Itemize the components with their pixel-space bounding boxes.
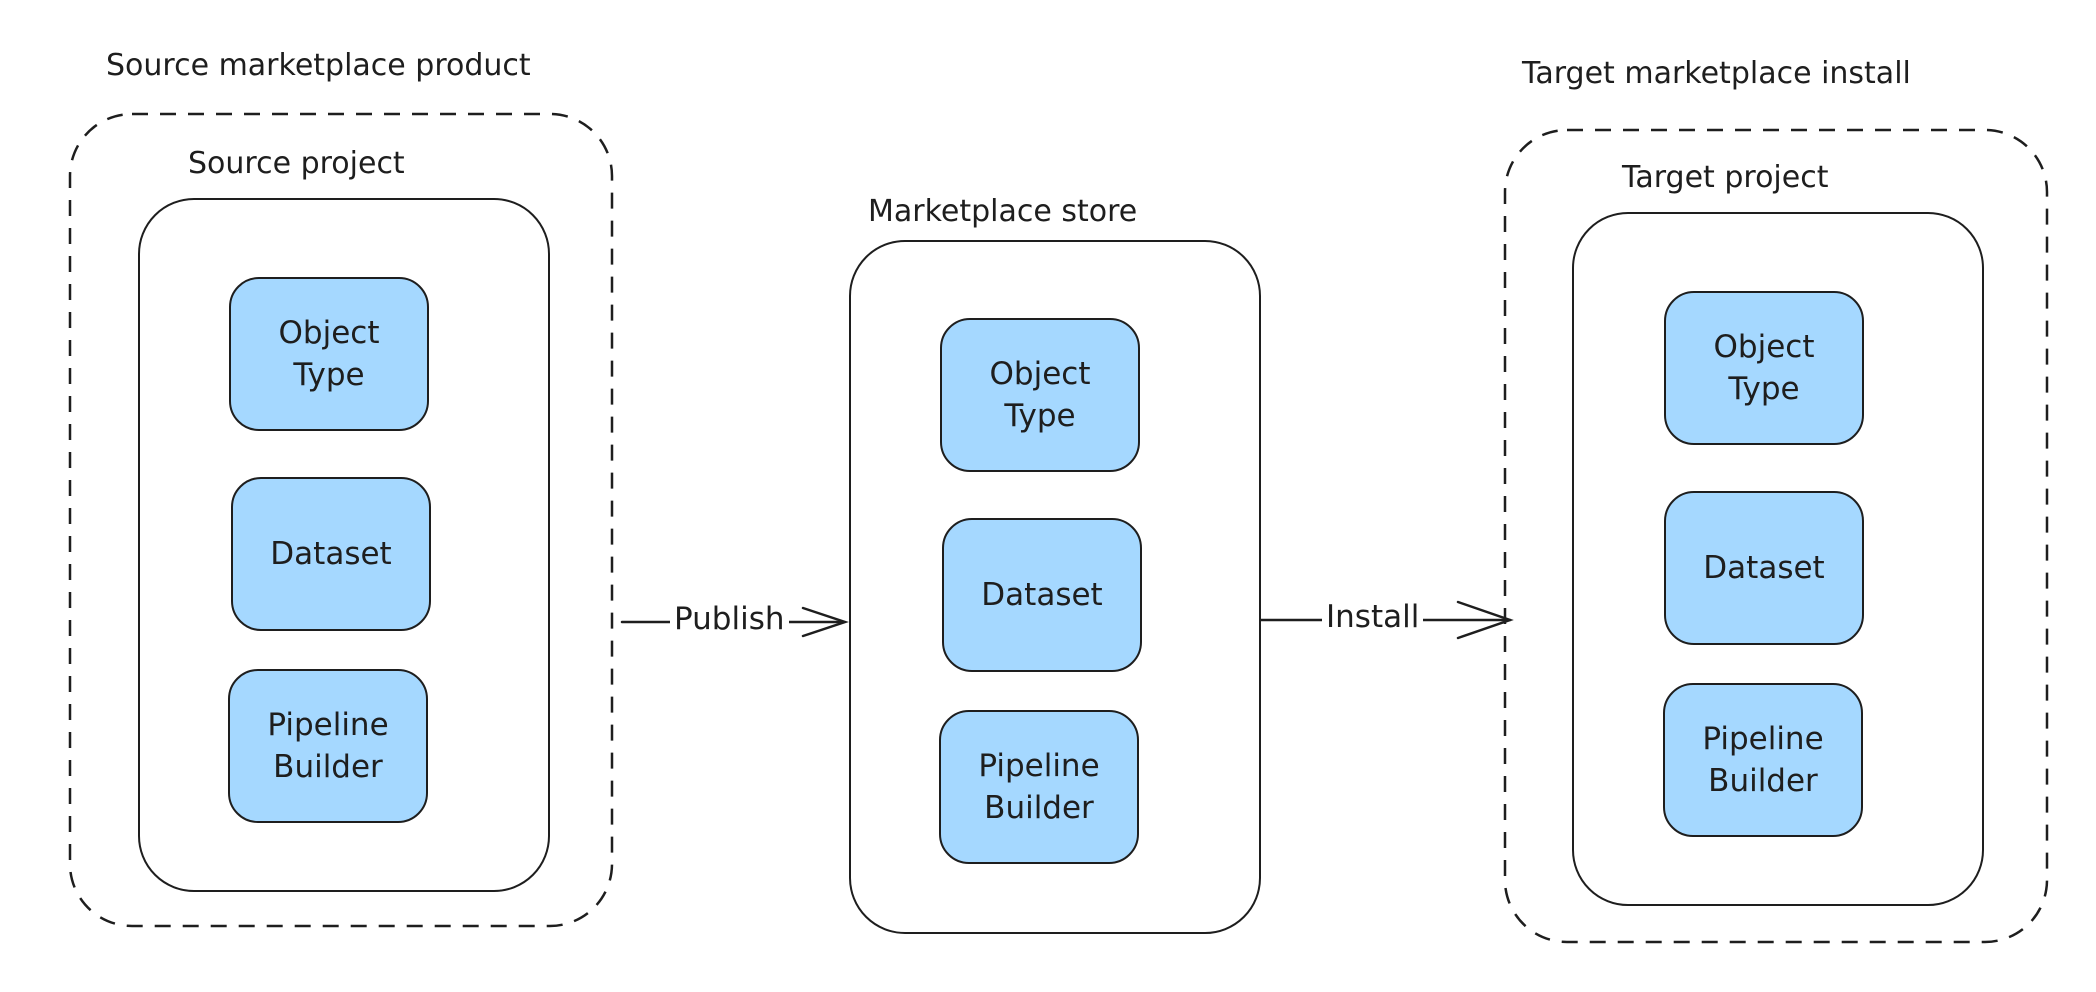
store-dataset-node[interactable]: Dataset — [942, 518, 1142, 672]
source-project-title: Source project — [188, 146, 405, 181]
target-project-title: Target project — [1622, 160, 1829, 195]
target-install-title: Target marketplace install — [1522, 56, 1911, 91]
source-product-title: Source marketplace product — [106, 48, 531, 83]
store-pipeline-builder-node[interactable]: Pipeline Builder — [939, 710, 1139, 864]
source-dataset-node[interactable]: Dataset — [231, 477, 431, 631]
source-product-group-border — [68, 112, 614, 928]
store-title: Marketplace store — [868, 194, 1138, 229]
publish-label: Publish — [670, 601, 789, 637]
target-pipeline-builder-node[interactable]: Pipeline Builder — [1663, 683, 1863, 837]
target-dataset-node[interactable]: Dataset — [1664, 491, 1864, 645]
install-label: Install — [1322, 599, 1424, 635]
source-object-type-node[interactable]: Object Type — [229, 277, 429, 431]
store-object-type-node[interactable]: Object Type — [940, 318, 1140, 472]
target-install-group-border — [1503, 128, 2049, 944]
source-pipeline-builder-node[interactable]: Pipeline Builder — [228, 669, 428, 823]
target-object-type-node[interactable]: Object Type — [1664, 291, 1864, 445]
